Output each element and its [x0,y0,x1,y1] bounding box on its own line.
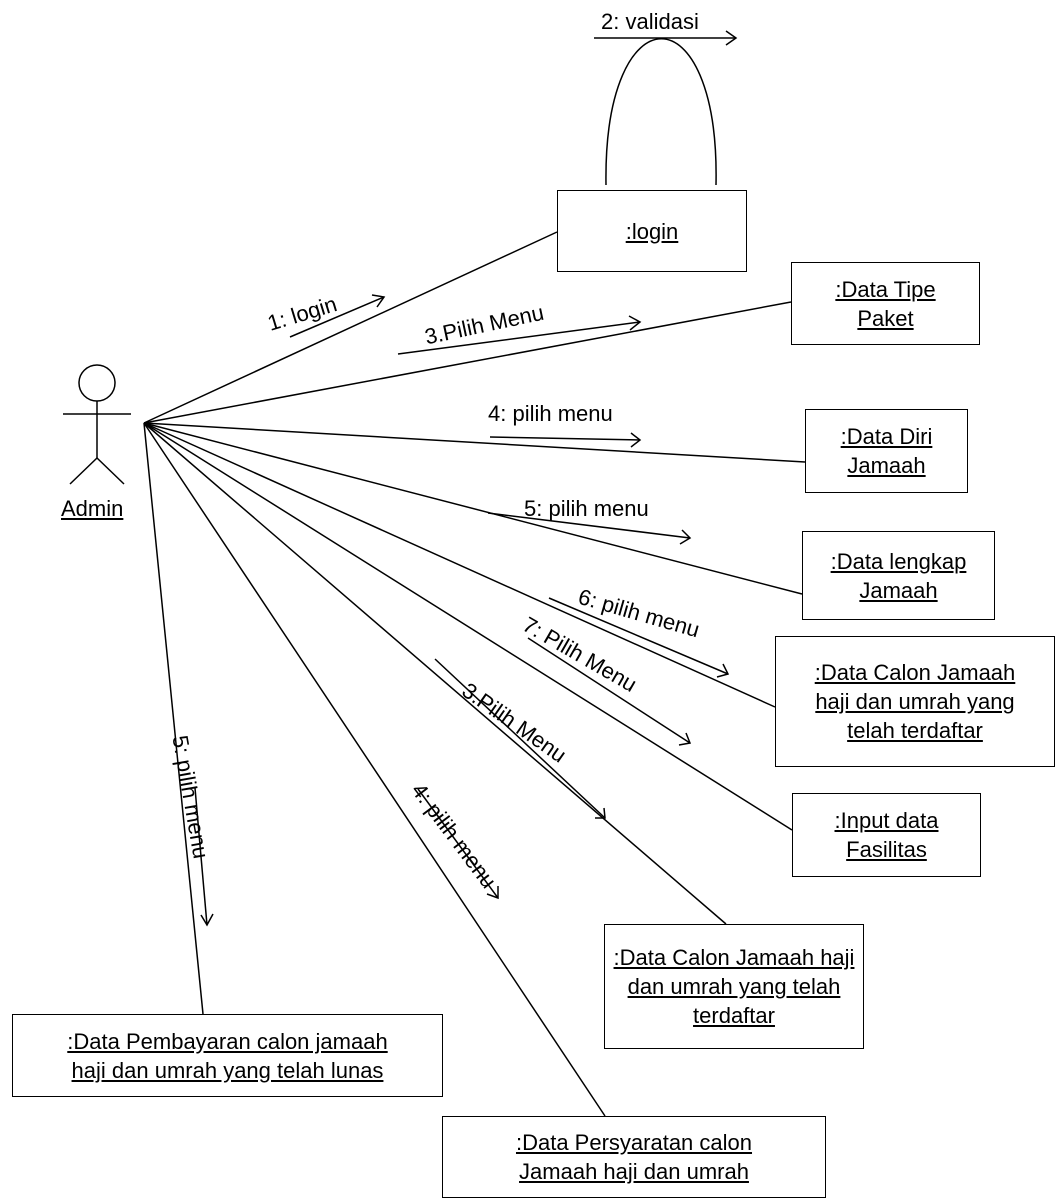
arrow-lengkap-jamaah [487,512,692,545]
link-calon-terdaftar-2 [143,422,727,925]
object-data-pembayaran: :Data Pembayaran calon jamaah haji dan u… [12,1014,443,1097]
actor-admin-label: Admin [61,496,124,521]
arrow-validasi [594,30,738,46]
link-fasilitas [143,422,793,831]
message-label-validasi: 2: validasi [601,9,699,34]
arrow-login [289,294,386,338]
message-label-lengkap-jamaah: 5: pilih menu [524,496,649,521]
object-title-line: Paket [857,305,914,331]
arrow-calon-terdaftar-1 [548,597,730,678]
object-title-line: :Data Pembayaran calon jamaah [67,1028,388,1054]
object-title-line: :Data Calon Jamaah [814,660,1016,685]
object-title-line: haji dan umrah yang telah lunas [71,1057,384,1083]
object-title-line: haji dan umrah yang [815,689,1015,714]
object-title-line: :Data Tipe [835,276,936,302]
actor-stick-figure [63,364,131,485]
self-link-validasi [605,38,717,186]
object-login: :login [557,190,747,272]
link-login [143,231,558,424]
object-data-calon-terdaftar-1: :Data Calon Jamaah haji dan umrah yang t… [775,636,1055,767]
object-title-line: telah terdaftar [847,718,983,743]
link-lengkap-jamaah [143,422,803,595]
arrow-persyaratan [417,788,499,900]
object-data-tipe-paket: :Data Tipe Paket [791,262,980,345]
arrow-calon-terdaftar-2 [434,658,606,819]
arrow-tipe-paket [397,315,642,355]
object-data-diri-jamaah: :Data Diri Jamaah [805,409,968,493]
object-title-line: Jamaah haji dan umrah [519,1159,749,1184]
object-title-line: Jamaah [847,453,926,478]
message-label-diri-jamaah: 4: pilih menu [488,401,613,426]
object-title-line: :Data Diri [840,424,933,449]
arrow-diri-jamaah [489,432,642,448]
arrow-pembayaran [194,787,214,927]
object-title-line: :Input data [834,808,939,833]
link-pembayaran [143,422,204,1015]
link-diri-jamaah [143,422,806,463]
object-title-line: terdaftar [693,1003,775,1028]
object-title-line: :Data lengkap [830,548,967,574]
object-data-persyaratan: :Data Persyaratan calon Jamaah haji dan … [442,1116,826,1198]
object-title-line: :Data Persyaratan calon [515,1130,753,1155]
object-input-data-fasilitas: :Input data Fasilitas [792,793,981,877]
object-data-calon-terdaftar-2: :Data Calon Jamaah haji dan umrah yang t… [604,924,864,1049]
arrow-fasilitas [527,637,692,746]
link-calon-terdaftar-1 [143,422,776,708]
object-title-line: Jamaah [859,577,938,603]
link-tipe-paket [143,301,792,424]
object-title-line: dan umrah yang telah [627,974,841,999]
object-title-line: Fasilitas [846,837,927,862]
object-data-lengkap-jamaah: :Data lengkap Jamaah [802,531,995,620]
object-title-line: :Data Calon Jamaah haji [613,945,855,970]
object-login-title: :login [625,218,679,244]
link-persyaratan [143,422,606,1117]
